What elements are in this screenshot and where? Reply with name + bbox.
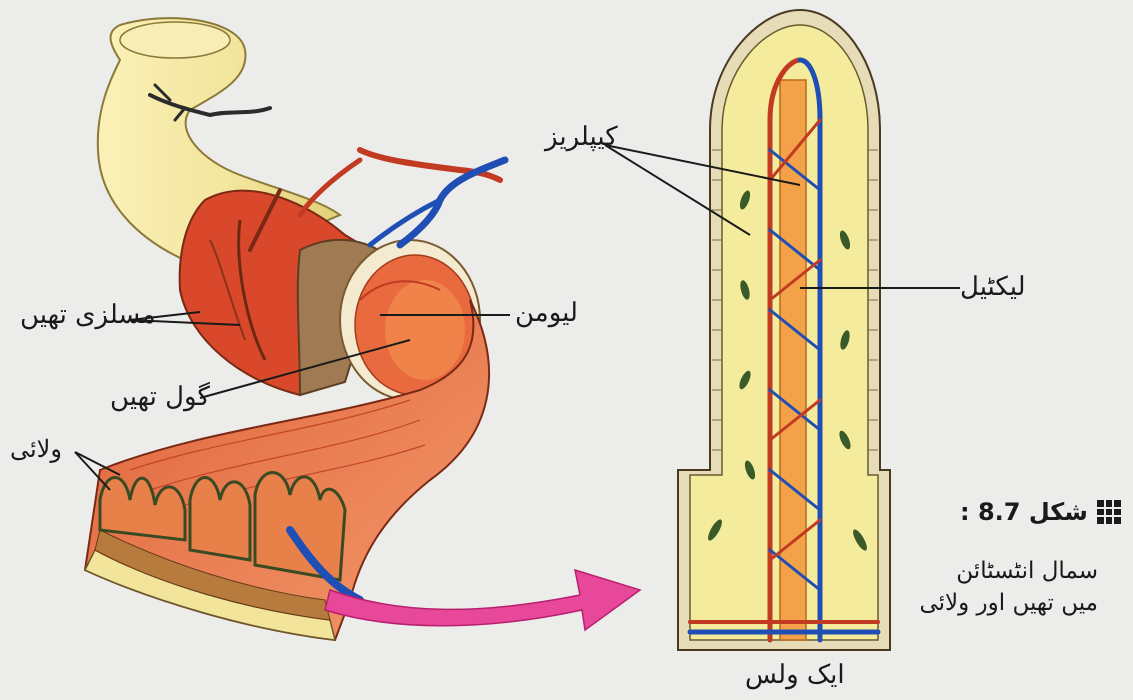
label-capillaries: کیپلریز: [545, 122, 618, 152]
magnify-arrow: [325, 570, 640, 630]
figure-caption: سمال انٹسٹائن میں تھیں اور ولائی: [916, 555, 1098, 619]
label-longitudinal-muscle: مسلزی تھیں: [20, 300, 156, 330]
figure-grid-icon: [1097, 500, 1121, 524]
label-lacteal: لیکٹیل: [960, 272, 1026, 302]
figure-number: شکل 8.7 :: [960, 498, 1088, 526]
villus-diagram: [678, 10, 890, 650]
label-a-villus: ایک ولس: [745, 660, 845, 690]
label-circular-muscle: گول تھیں: [110, 382, 210, 412]
label-lumen: لیومن: [515, 298, 578, 328]
label-villi: ولائی: [10, 435, 62, 463]
